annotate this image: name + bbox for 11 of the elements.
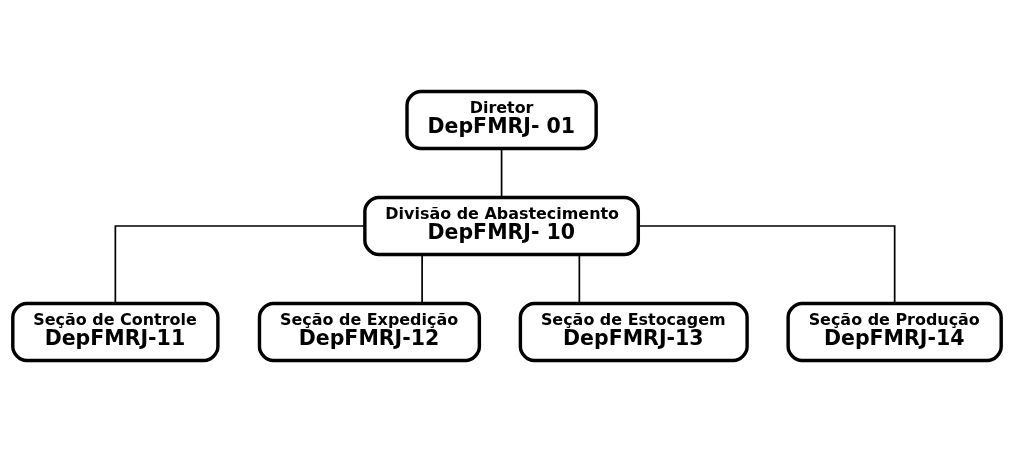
connector (578, 254, 581, 305)
node-box: Seção de Controle DepFMRJ-11 (11, 301, 220, 363)
node-box: Divisão de Abastecimento DepFMRJ- 10 (363, 195, 640, 257)
connector (500, 148, 503, 199)
node-box: Seção de Produção DepFMRJ-14 (786, 301, 1003, 363)
node-box: Seção de Expedição DepFMRJ-12 (257, 301, 482, 363)
connector (114, 225, 366, 304)
connector (637, 225, 896, 304)
node-box: Diretor DepFMRJ- 01 (405, 89, 598, 151)
node-box: Seção de Estocagem DepFMRJ-13 (518, 301, 749, 363)
connector (421, 254, 423, 305)
